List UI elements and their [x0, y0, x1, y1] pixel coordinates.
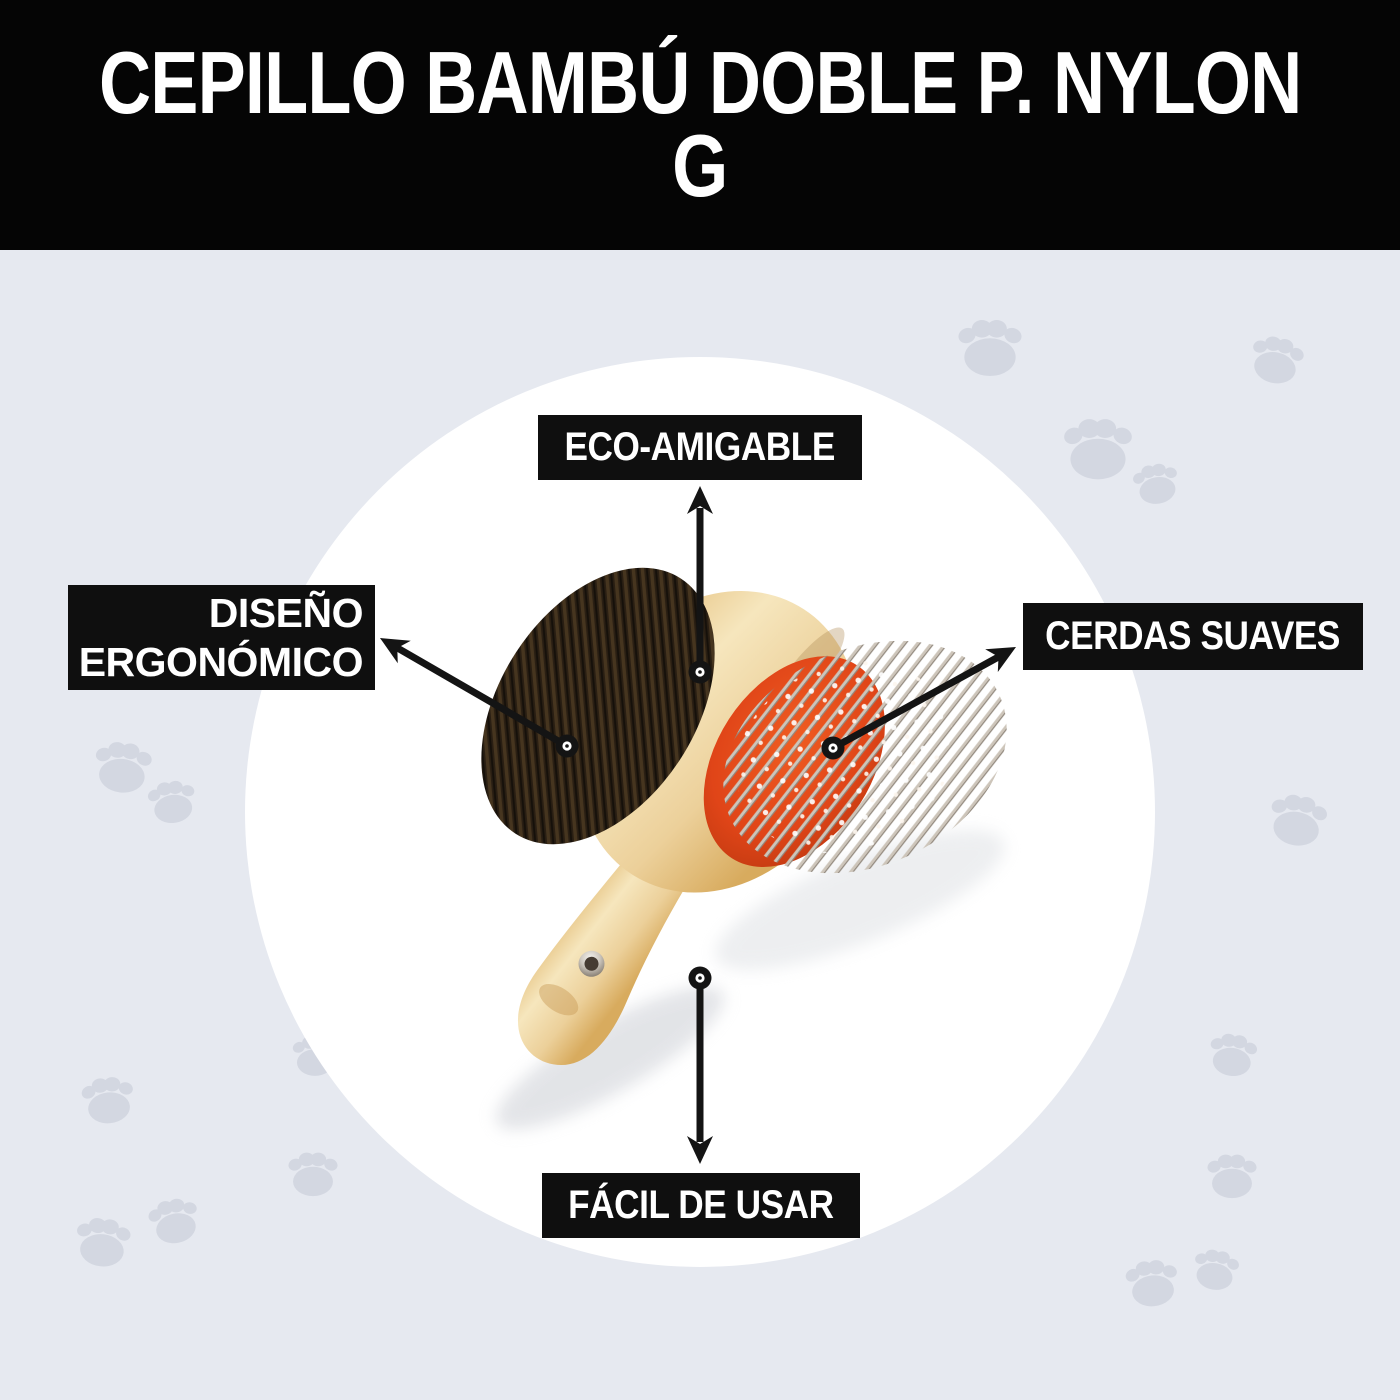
- page-title-line-1: CEPILLO BAMBÚ DOBLE P. NYLON: [0, 33, 1400, 133]
- paw-icon: [286, 1152, 340, 1197]
- connector-diseno-ergonomico: [373, 626, 579, 758]
- paw-icon: [1263, 790, 1332, 851]
- paw-icon: [144, 1194, 205, 1249]
- paw-icon: [1061, 419, 1135, 480]
- grommet-hole: [584, 956, 599, 971]
- point-marker-icon: [688, 966, 712, 990]
- feature-label-text: ECO-AMIGABLE: [564, 425, 836, 469]
- wood-grain-knot: [539, 984, 579, 1016]
- connector-eco-amigable: [687, 486, 713, 684]
- page-title-line-2: G: [666, 116, 733, 215]
- feature-label-text: DISEÑO ERGONÓMICO: [78, 590, 364, 685]
- page-title-text: G: [672, 116, 728, 215]
- product-shadow: [496, 986, 724, 1130]
- paw-icon: [90, 739, 156, 796]
- connector-cerdas-suaves: [821, 635, 1023, 760]
- paw-icon: [71, 1215, 135, 1270]
- paw-icon: [1129, 460, 1184, 508]
- point-marker-icon: [688, 660, 712, 684]
- paw-icon: [1205, 1154, 1259, 1199]
- feature-label-eco-amigable: ECO-AMIGABLE: [538, 415, 862, 480]
- paw-icon: [144, 778, 201, 827]
- brush-nylon-bristles: [481, 567, 715, 845]
- feature-label-text: CERDAS SUAVES: [1045, 614, 1341, 658]
- paw-icon: [1188, 1246, 1243, 1294]
- feature-label-facil-de-usar: FÁCIL DE USAR: [542, 1173, 860, 1238]
- feature-label-cerdas-suaves: CERDAS SUAVES: [1023, 603, 1363, 670]
- title-banner: CEPILLO BAMBÚ DOBLE P. NYLON G: [0, 0, 1400, 250]
- feature-label-text: FÁCIL DE USAR: [568, 1183, 834, 1227]
- connector-facil-de-usar: [687, 966, 713, 1164]
- feature-label-diseno-ergonomico: DISEÑO ERGONÓMICO: [68, 585, 375, 690]
- point-marker-icon: [821, 736, 845, 760]
- paw-icon: [1204, 1031, 1261, 1080]
- page-title-text: CEPILLO BAMBÚ DOBLE P. NYLON: [98, 33, 1302, 133]
- product-shadow: [715, 830, 1005, 970]
- paw-icon: [955, 320, 1025, 377]
- paw-icon: [78, 1074, 139, 1127]
- point-marker-icon: [555, 734, 579, 758]
- paw-icon: [1244, 332, 1309, 389]
- paw-icon: [1122, 1257, 1183, 1310]
- product-image: [481, 567, 1007, 1130]
